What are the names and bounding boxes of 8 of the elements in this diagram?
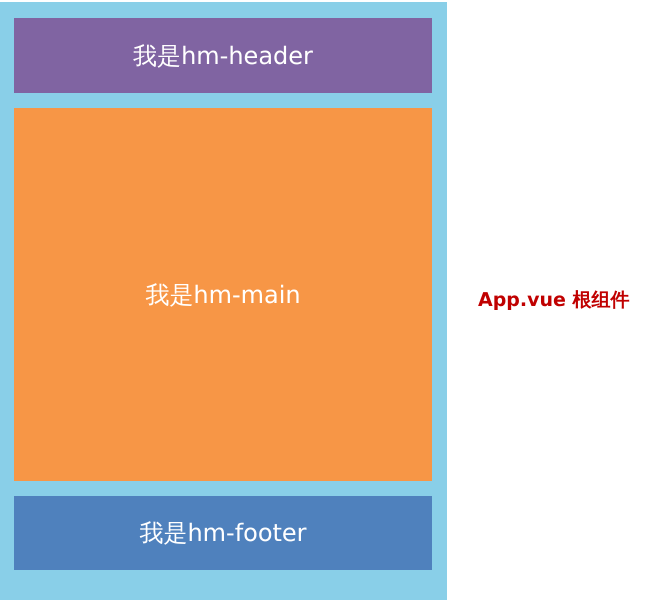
main-box — [14, 108, 432, 481]
box-label: 我是hm-header — [133, 40, 313, 72]
footer-box — [14, 496, 432, 570]
header-box — [14, 18, 432, 93]
container-box — [0, 2, 447, 600]
box-label: 我是hm-footer — [139, 518, 307, 549]
component-caption: App.vue 根组件 — [478, 288, 630, 313]
box-label: 我是hm-main — [145, 280, 301, 310]
